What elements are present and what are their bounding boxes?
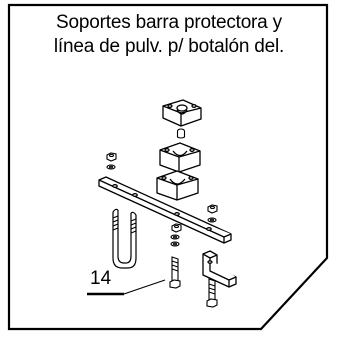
clamp-half-top	[162, 99, 202, 127]
clamp-half-lower	[156, 170, 199, 201]
washer-right	[207, 217, 217, 223]
hex-bolt-bracket	[206, 278, 218, 308]
washer-center-2	[170, 241, 180, 247]
diagram-title-line-2: línea de pulv. p/ botalón del.	[53, 36, 285, 57]
washer-center-1	[170, 234, 180, 240]
diagram-border	[7, 3, 329, 331]
washer-left	[106, 164, 116, 170]
clamp-bolt-small	[176, 128, 186, 139]
clamp-half-middle	[159, 142, 201, 173]
hex-bolt-14	[169, 256, 181, 289]
nut-left-top	[106, 152, 117, 162]
angle-bracket	[202, 250, 237, 288]
nut-center	[171, 223, 182, 233]
flat-mounting-bar	[98, 176, 232, 244]
callout-number: 14	[90, 268, 112, 289]
nut-right-top	[207, 204, 218, 214]
diagram-title-line-1: Soportes barra protectora y	[56, 12, 282, 33]
u-bolt	[112, 208, 137, 269]
